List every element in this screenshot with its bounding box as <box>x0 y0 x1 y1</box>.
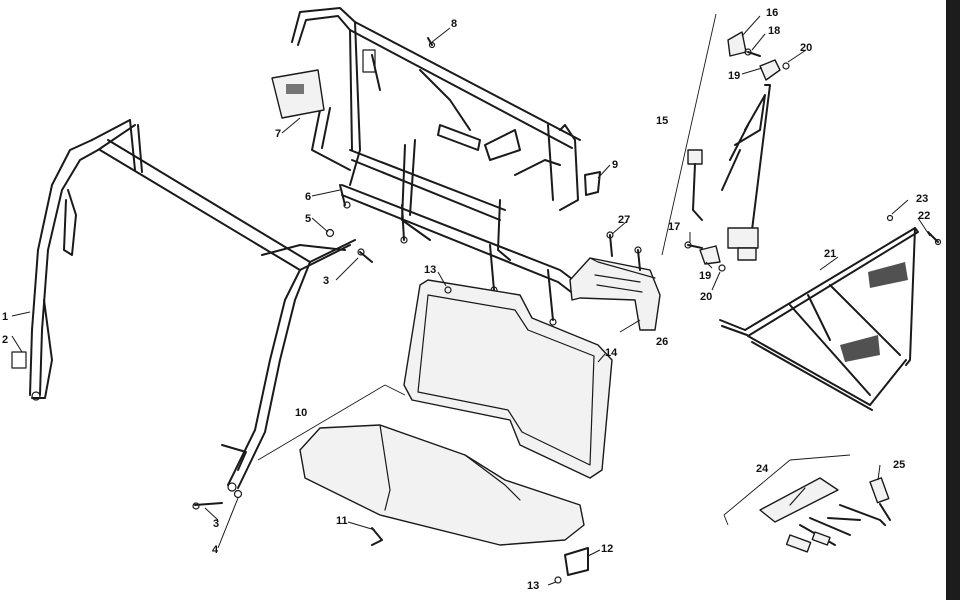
bolt-18[interactable] <box>744 48 761 57</box>
callout-9: 9 <box>612 159 618 171</box>
bolt-22[interactable] <box>927 231 942 246</box>
bracket-12[interactable] <box>564 547 589 576</box>
leader-lines <box>11 15 931 586</box>
callout-16: 16 <box>766 7 778 19</box>
seat-bottom[interactable] <box>299 424 585 546</box>
nut-5[interactable] <box>325 228 335 238</box>
bracket-11[interactable] <box>371 527 383 546</box>
tool-kit-bracket <box>723 454 851 526</box>
callout-26: 26 <box>656 336 668 348</box>
front-roll-cage[interactable] <box>29 119 356 492</box>
callout-20-upper: 20 <box>800 42 812 54</box>
rear-cab-frame[interactable] <box>291 7 581 326</box>
nut-4[interactable] <box>233 489 243 499</box>
bolt-17[interactable] <box>684 241 703 249</box>
buckle-block[interactable] <box>569 257 661 331</box>
rear-net-panel[interactable] <box>719 227 919 411</box>
decal-2[interactable] <box>11 351 27 369</box>
seat-back[interactable] <box>403 279 613 479</box>
headrest-pad[interactable] <box>271 69 325 119</box>
bracket-19-lower[interactable] <box>699 245 721 265</box>
callout-8: 8 <box>451 18 457 30</box>
callout-13-lower: 13 <box>527 580 539 592</box>
nut-23[interactable] <box>886 214 894 222</box>
callout-12: 12 <box>601 543 613 555</box>
fastener-13-lower[interactable] <box>554 576 562 584</box>
tool-kit[interactable] <box>759 477 886 553</box>
callout-2: 2 <box>2 334 8 346</box>
right-edge-bar <box>946 0 960 600</box>
callout-14: 14 <box>605 347 618 359</box>
callout-11: 11 <box>336 515 348 527</box>
callout-20-lower: 20 <box>700 291 712 303</box>
callout-1: 1 <box>2 311 8 323</box>
bolts-27[interactable] <box>606 231 642 271</box>
callout-10: 10 <box>295 407 307 419</box>
callout-21: 21 <box>824 248 836 260</box>
fastener-13-upper[interactable] <box>444 286 452 294</box>
nut-20-lower[interactable] <box>718 264 726 272</box>
callout-6: 6 <box>305 191 311 203</box>
callout-3-upper: 3 <box>323 275 329 287</box>
callout-7: 7 <box>275 128 281 140</box>
callout-18: 18 <box>768 25 780 37</box>
callout-5: 5 <box>305 213 311 225</box>
callout-19-upper: 19 <box>728 70 740 82</box>
callout-4: 4 <box>212 544 219 556</box>
bolt-3-upper[interactable] <box>357 248 373 263</box>
spark-plug-25[interactable] <box>869 477 891 521</box>
bracket-9[interactable] <box>584 171 601 196</box>
callout-19-lower: 19 <box>699 270 711 282</box>
callout-3-lower: 3 <box>213 518 219 530</box>
callout-13-upper: 13 <box>424 264 436 276</box>
bolt-3-lower[interactable] <box>192 502 223 510</box>
nut-20-upper[interactable] <box>782 62 790 70</box>
anchor-cover-16[interactable] <box>727 31 747 57</box>
bracket-19-upper[interactable] <box>759 59 781 81</box>
seat-belt-assembly[interactable] <box>687 84 771 261</box>
callout-17: 17 <box>668 221 680 233</box>
callout-24: 24 <box>756 463 769 475</box>
callout-15: 15 <box>656 115 668 127</box>
callout-27: 27 <box>618 214 630 226</box>
screw-8[interactable] <box>427 37 436 49</box>
callout-25: 25 <box>893 459 905 471</box>
callout-23: 23 <box>916 193 928 205</box>
callout-22: 22 <box>918 210 930 222</box>
